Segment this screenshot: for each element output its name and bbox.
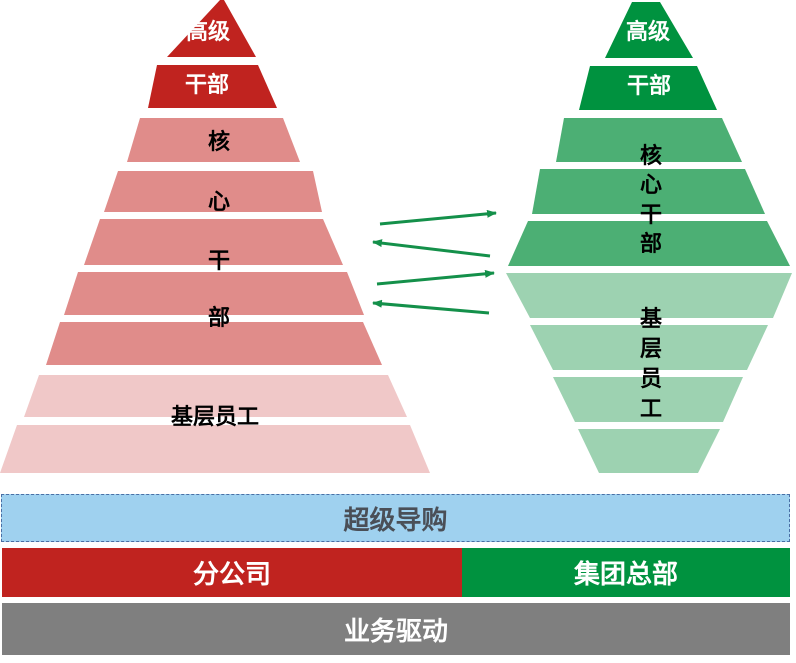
- group-hq-bar: 集团总部: [462, 548, 790, 597]
- left-core-char: 核: [207, 130, 231, 155]
- pyramids-diagram: [0, 0, 792, 473]
- left-pyramid-layer: [24, 375, 407, 417]
- business-driven-bar: 业务驱动: [2, 603, 790, 655]
- right-pyramid-layer: [605, 2, 693, 58]
- right-base-char: 基: [639, 307, 662, 332]
- right-core-char: 核: [639, 144, 662, 169]
- left-pyramid-layer: [84, 219, 343, 265]
- left-base-label: 基层员工: [170, 405, 260, 430]
- right-base-char: 层: [639, 337, 662, 362]
- right-base-char: 工: [639, 397, 662, 422]
- exchange-arrow: [372, 239, 491, 258]
- branch-company-bar: 分公司: [2, 548, 462, 597]
- right-core-char: 部: [639, 232, 662, 257]
- left-cadre-label: 干部: [184, 73, 230, 98]
- left-core-char: 心: [207, 190, 231, 215]
- right-core-char: 心: [639, 173, 662, 198]
- right-pyramid-layer: [532, 169, 765, 214]
- left-pyramid-layer: [167, 0, 256, 57]
- right-senior-label: 高级: [625, 20, 671, 45]
- exchange-arrow: [372, 299, 490, 315]
- left-core-char: 部: [207, 306, 231, 331]
- right-pyramid-layer: [506, 273, 792, 318]
- right-pyramid-layer: [508, 221, 790, 266]
- left-core-char: 干: [207, 249, 231, 274]
- right-pyramid-layer: [578, 429, 720, 473]
- exchange-arrow: [379, 209, 497, 226]
- left-pyramid-layer: [127, 118, 300, 162]
- left-pyramid-layer: [104, 171, 322, 212]
- left-pyramid-layer: [64, 272, 364, 315]
- super-guide-bar: 超级导购: [1, 494, 790, 542]
- left-senior-label: 高级: [185, 20, 231, 45]
- left-pyramid-layer: [0, 425, 430, 473]
- right-pyramid-layer: [530, 325, 768, 370]
- right-cadre-label: 干部: [626, 74, 672, 99]
- left-pyramid-layer: [148, 65, 277, 108]
- right-base-char: 员: [639, 367, 662, 392]
- left-pyramid-layer: [46, 322, 382, 365]
- right-core-char: 干: [639, 203, 662, 228]
- right-pyramid-layer: [553, 377, 743, 422]
- right-pyramid-layer: [556, 118, 742, 162]
- exchange-arrow: [376, 269, 495, 286]
- right-pyramid-layer: [579, 66, 717, 110]
